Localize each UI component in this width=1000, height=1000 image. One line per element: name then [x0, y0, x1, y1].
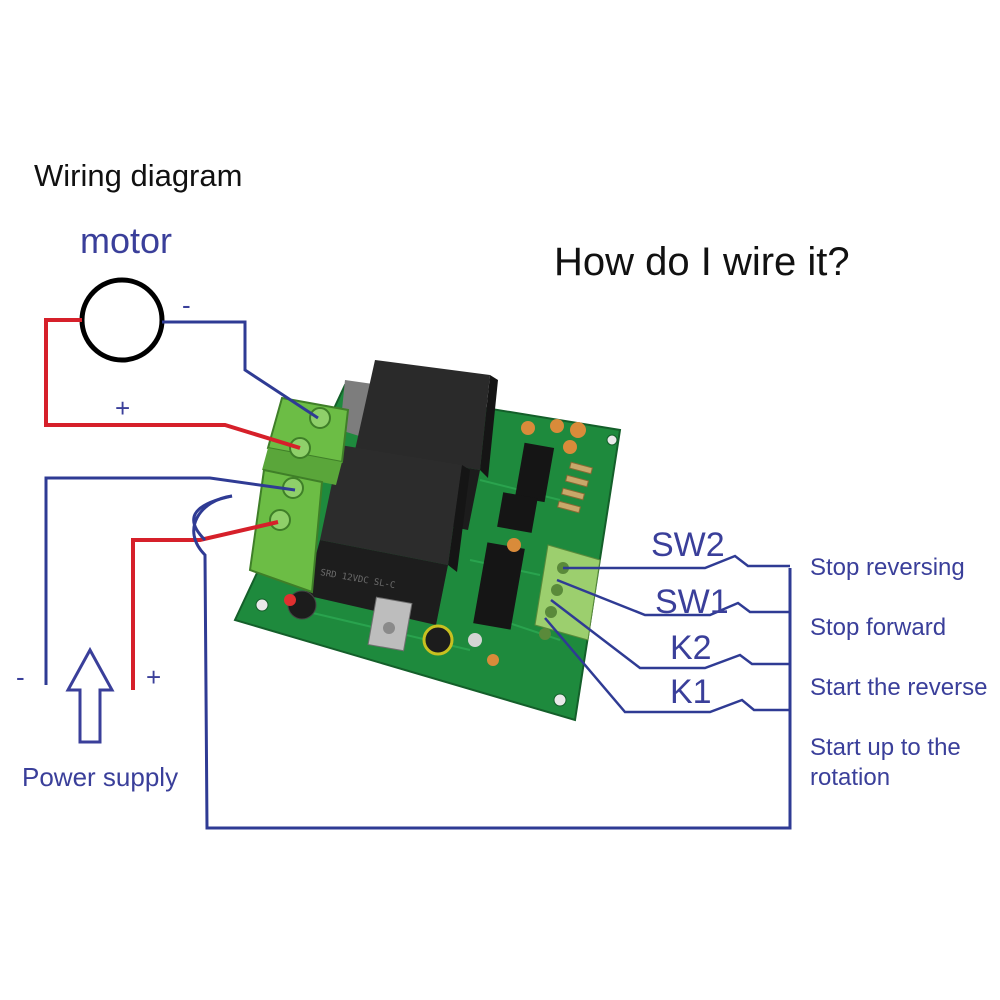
switch-k2-label: K2: [670, 629, 712, 667]
supply-minus-label: -: [16, 662, 25, 692]
k2-description: Start the reverse: [810, 674, 988, 701]
supply-negative-wire: [44, 476, 296, 685]
switch-k1-label: K1: [670, 673, 712, 711]
power-supply-label: Power supply: [22, 762, 179, 792]
supply-plus-label: +: [146, 662, 162, 692]
motor-plus-label: +: [115, 393, 131, 423]
diagram-title: Wiring diagram: [34, 158, 243, 193]
switch-wires: [544, 554, 790, 714]
motor-symbol: [79, 277, 165, 363]
motor-positive-wire: [44, 318, 301, 450]
supply-positive-wire: [131, 520, 279, 690]
motor-negative-wire: [162, 320, 319, 420]
k1-description: Start up to the: [810, 734, 961, 761]
power-supply-arrow-icon: [65, 646, 115, 744]
switch-sw1-label: SW1: [655, 583, 729, 621]
relay-2: SRD 12VDC SL-C: [305, 445, 470, 625]
motor-minus-label: -: [182, 290, 191, 320]
question-heading: How do I wire it?: [554, 240, 850, 284]
motor-label: motor: [80, 220, 173, 261]
sw1-description: Stop forward: [810, 614, 947, 641]
k1-description-cont: rotation: [810, 764, 891, 791]
sw2-description: Stop reversing: [810, 554, 965, 581]
switch-sw2-label: SW2: [651, 526, 725, 564]
power-terminal-block: [248, 468, 324, 594]
